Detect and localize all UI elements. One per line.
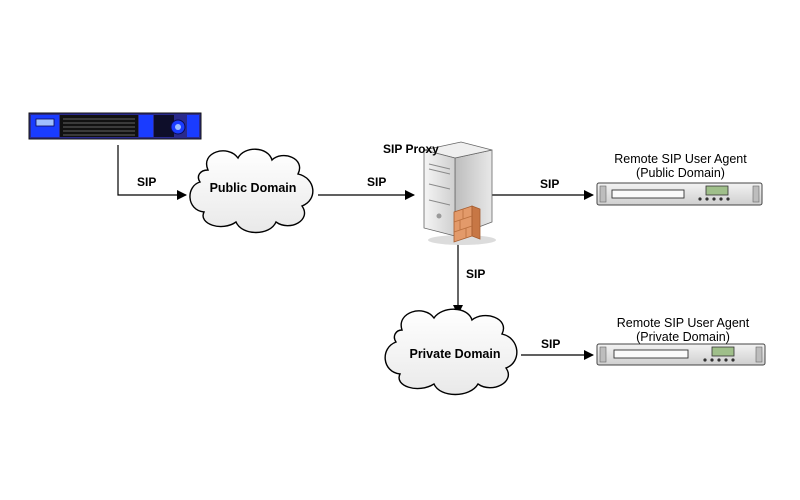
sip-label-private-remote: SIP bbox=[541, 337, 561, 351]
sip-label-proxy-private: SIP bbox=[466, 267, 486, 281]
remote-ua-public-appliance-icon bbox=[596, 182, 763, 206]
remote-ua-public-line2: (Public Domain) bbox=[636, 166, 725, 180]
sip-label-rack-public: SIP bbox=[137, 175, 157, 189]
remote-ua-private-appliance-icon bbox=[596, 343, 766, 366]
public-domain-label: Public Domain bbox=[209, 181, 297, 195]
sip-label-proxy-remote-public: SIP bbox=[540, 177, 560, 191]
remote-ua-private-line2: (Private Domain) bbox=[636, 330, 730, 344]
sip-label-public-proxy: SIP bbox=[367, 175, 387, 189]
private-domain-label: Private Domain bbox=[409, 347, 501, 361]
sip-proxy-server-icon bbox=[423, 141, 496, 245]
remote-ua-public-label: Remote SIP User Agent (Public Domain) bbox=[598, 152, 763, 180]
link-rack-to-public bbox=[117, 145, 187, 200]
firewall-icon bbox=[453, 205, 481, 243]
rack-device-icon bbox=[28, 112, 202, 140]
remote-ua-private-line1: Remote SIP User Agent bbox=[616, 316, 750, 330]
remote-ua-public-line1: Remote SIP User Agent bbox=[614, 152, 747, 166]
sip-proxy-label: SIP Proxy bbox=[383, 142, 439, 156]
remote-ua-private-label: Remote SIP User Agent (Private Domain) bbox=[598, 316, 768, 344]
private-domain-cloud bbox=[384, 308, 518, 396]
public-domain-cloud bbox=[189, 148, 314, 234]
